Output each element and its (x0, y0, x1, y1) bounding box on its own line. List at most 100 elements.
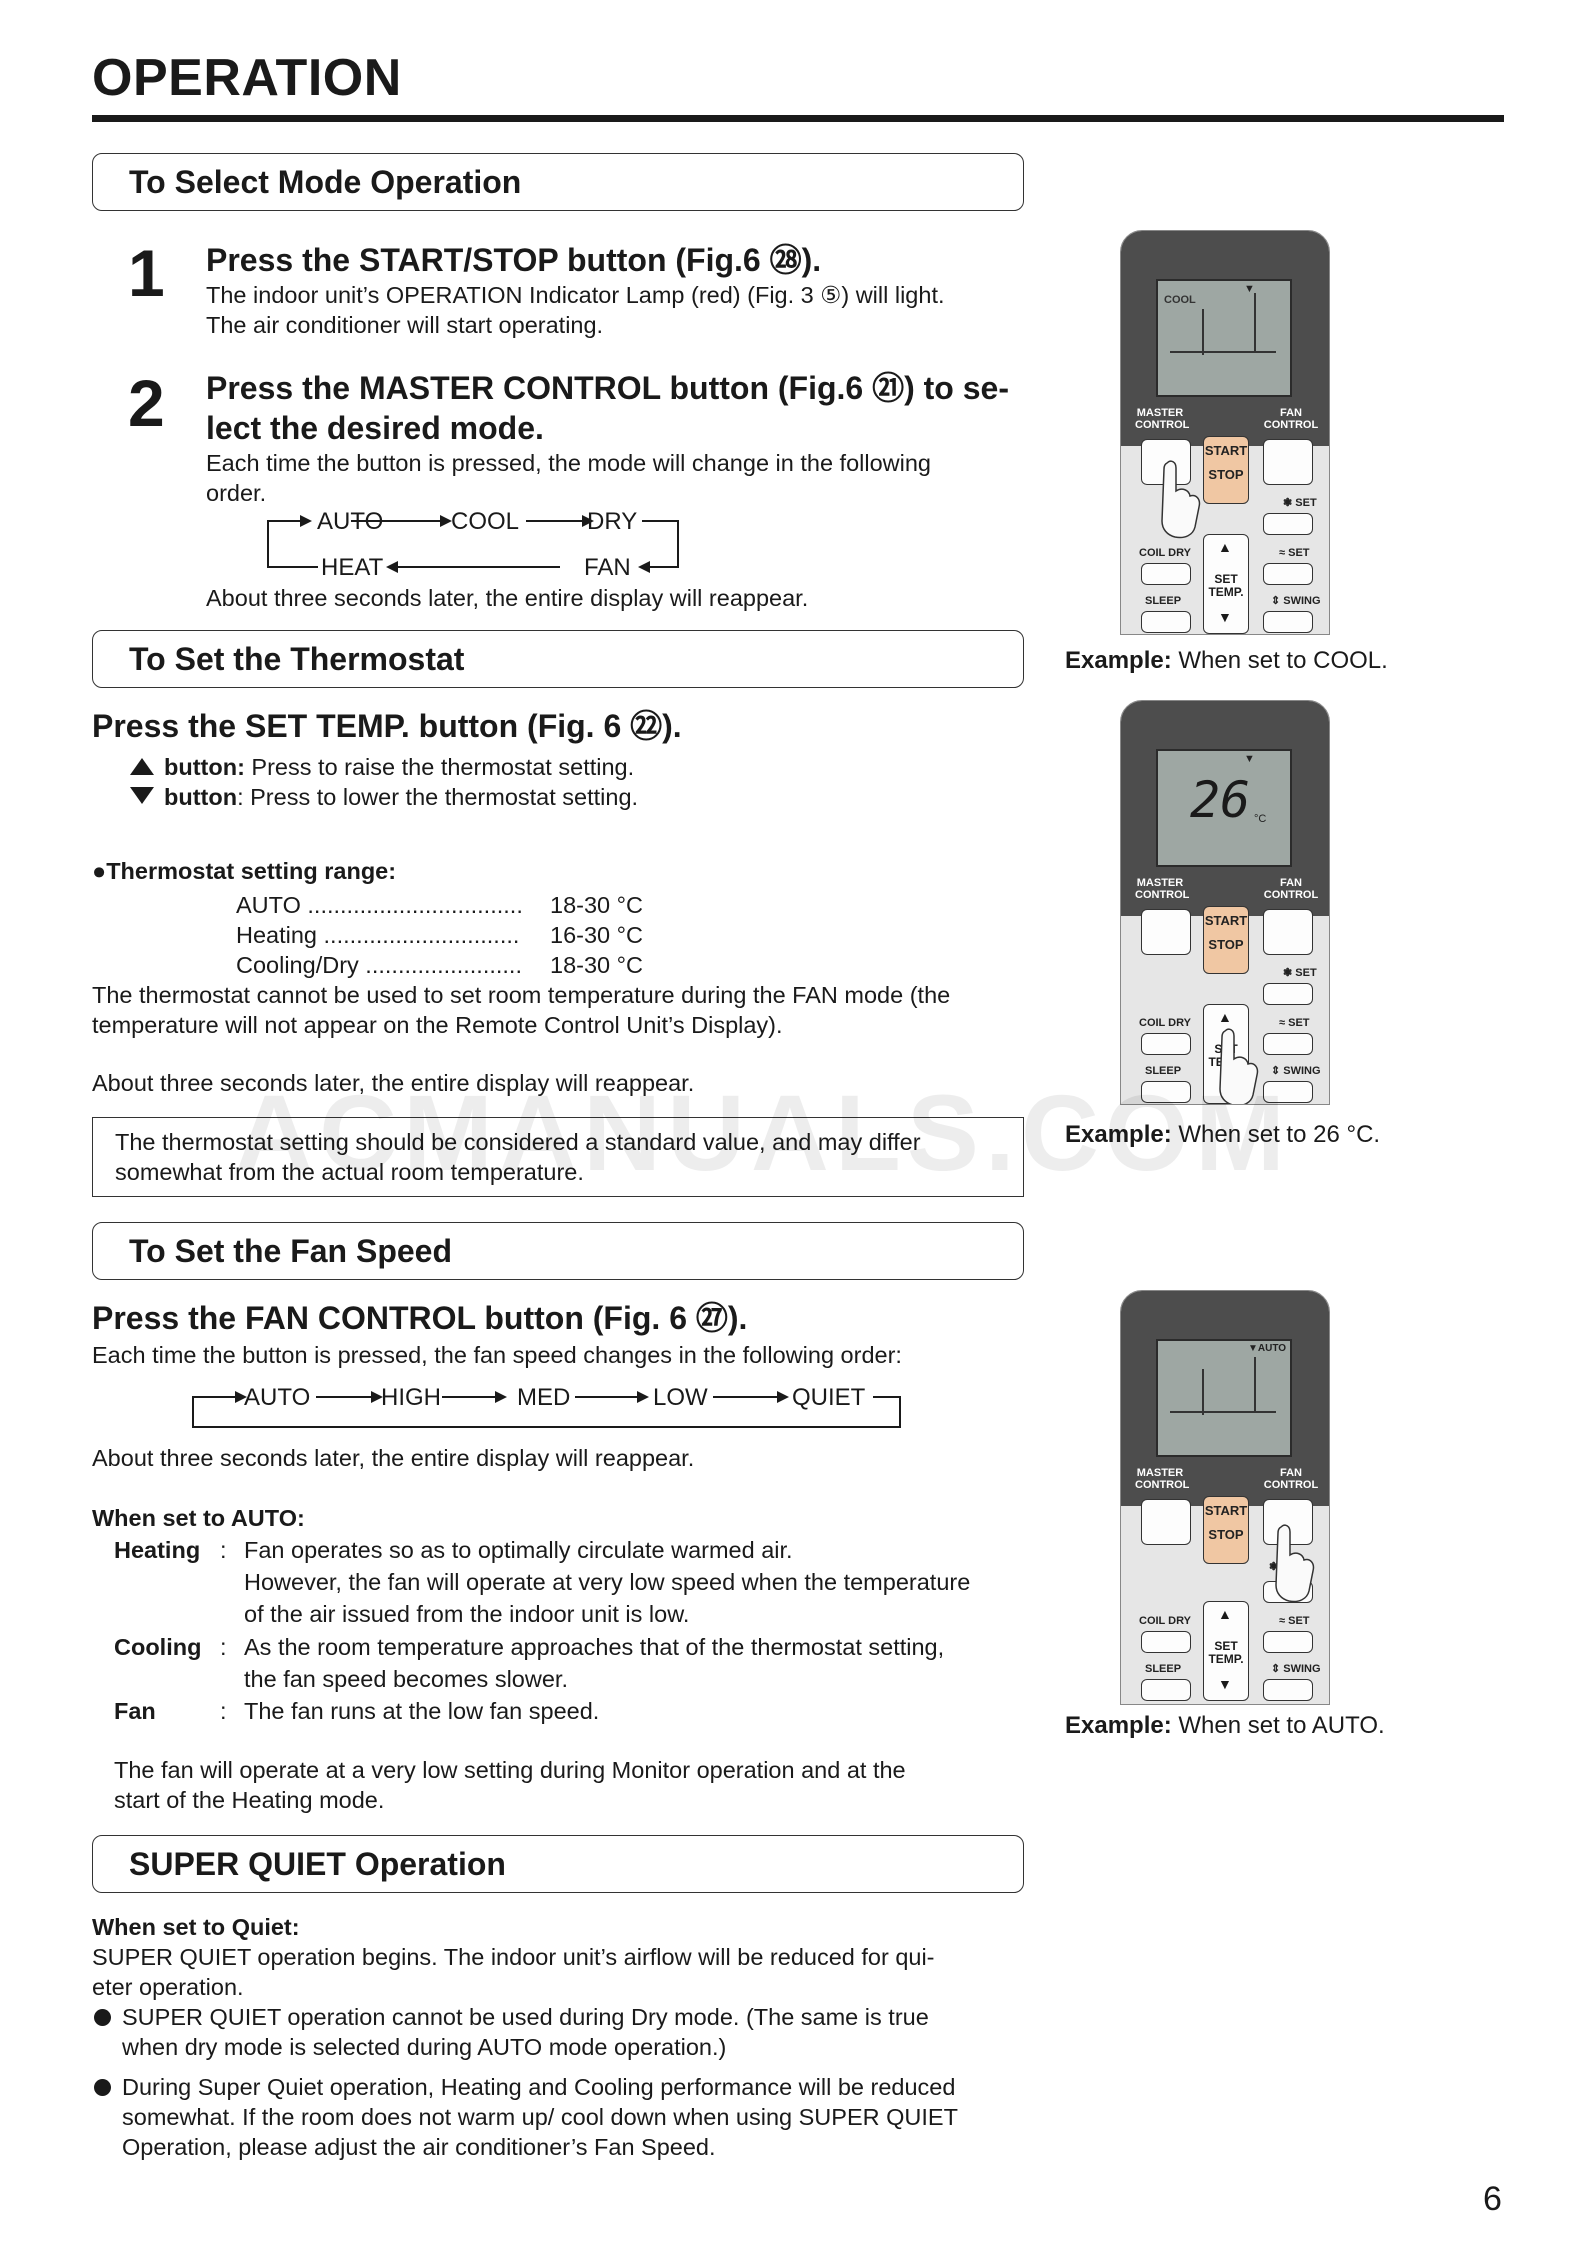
pointing-hand-icon (1219, 1028, 1259, 1104)
note-box-line-2: somewhat from the actual room temperatur… (115, 1159, 584, 1185)
mode-cool: COOL (451, 508, 520, 535)
def-heating-term: Heating (114, 1537, 201, 1563)
display-segment (1202, 1369, 1204, 1415)
thermostat-heading: Press the SET TEMP. button (Fig. 6 ㉒). (92, 708, 682, 744)
fan-set-label: ❃ SET (1283, 967, 1317, 979)
swing-label: ⇕ SWING (1271, 1663, 1321, 1675)
step-2-heading-1: Press the MASTER CONTROL button (Fig.6 ㉑… (206, 370, 1009, 406)
temp-up-icon: ▲ (1218, 539, 1232, 555)
thermostat-note-box: The thermostat setting should be conside… (92, 1117, 1024, 1197)
page-title: OPERATION (92, 49, 402, 107)
up-down-triangles (130, 758, 154, 804)
def-fan-term: Fan (114, 1698, 156, 1724)
fan-control-button (1263, 909, 1313, 955)
mode-auto: AUTO (317, 508, 384, 535)
section-thermostat-title: To Set the Thermostat (129, 641, 465, 677)
range-auto-value: 18-30 °C (550, 892, 644, 918)
def-fan-line-1: The fan runs at the low fan speed. (244, 1698, 600, 1724)
fan-icon: ❃ (1283, 967, 1293, 979)
quiet-bullet-2-line-3: Operation, please adjust the air conditi… (122, 2134, 716, 2160)
fan-high: HIGH (381, 1384, 441, 1411)
bullet-icon (94, 2009, 111, 2026)
display-indicator-icon: ▼ (1244, 283, 1255, 295)
display-segment (1170, 1411, 1276, 1413)
display-segment (1202, 309, 1204, 355)
def-cooling-term: Cooling (114, 1634, 202, 1660)
step-2-text-1: Each time the button is pressed, the mod… (206, 450, 932, 476)
caption-cool: Example: When set to COOL. (1065, 647, 1388, 674)
fan-after: About three seconds later, the entire di… (92, 1445, 695, 1471)
swing-button (1263, 1081, 1313, 1103)
step-1-heading: Press the START/STOP button (Fig.6 ㉘). (206, 242, 822, 278)
mode-flow-arrows (267, 515, 679, 573)
step-2-heading-2: lect the desired mode. (206, 410, 544, 446)
fan-auto: AUTO (244, 1384, 311, 1411)
remote-display: COOL ▼ (1156, 279, 1292, 397)
monitor-line-1: The fan will operate at a very low setti… (114, 1757, 906, 1783)
louver-icon: ≈ (1279, 1017, 1286, 1029)
sleep-label: SLEEP (1145, 1065, 1182, 1077)
section-mode-title: To Select Mode Operation (129, 164, 522, 200)
step-2-number: 2 (128, 366, 165, 440)
quiet-title: When set to Quiet: (92, 1914, 300, 1940)
def-fan-sep: : (220, 1698, 227, 1724)
swing-label: ⇕ SWING (1271, 1065, 1321, 1077)
remote-display: ▼AUTO (1156, 1339, 1292, 1457)
louver-set-button (1263, 563, 1313, 585)
fan-med: MED (517, 1384, 571, 1411)
fan-icon: ❃ (1283, 497, 1293, 509)
coil-dry-label: COIL DRY (1139, 547, 1191, 559)
fan-set-label: ❃ (1269, 1561, 1278, 1573)
temp-up-icon: ▲ (1218, 1606, 1232, 1622)
quiet-bullet-2-line-2: somewhat. If the room does not warm up/ … (122, 2104, 958, 2130)
section-mode-header: To Select Mode Operation (92, 153, 1024, 211)
section-thermostat-header: To Set the Thermostat (92, 630, 1024, 688)
thermostat-after: About three seconds later, the entire di… (92, 1070, 695, 1096)
sleep-label: SLEEP (1145, 595, 1182, 607)
up-triangle-icon (130, 758, 154, 775)
def-cooling-line-1: As the room temperature approaches that … (244, 1634, 945, 1660)
pointing-hand-icon (1275, 1524, 1315, 1603)
swing-label: ⇕ SWING (1271, 595, 1321, 607)
def-heating-line-3: of the air issued from the indoor unit i… (244, 1601, 690, 1627)
swing-icon: ⇕ (1271, 595, 1281, 607)
range-heating-mode: Heating .............................. (236, 922, 520, 948)
section-quiet-header: SUPER QUIET Operation (92, 1835, 1024, 1893)
louver-set-label: ≈ SET (1279, 547, 1310, 559)
louver-icon: ≈ (1279, 1615, 1286, 1627)
watermark: ACMANUALS.COM (235, 1072, 1291, 1193)
sleep-button (1141, 1679, 1191, 1701)
fan-control-button (1263, 439, 1313, 485)
caption-auto: Example: When set to AUTO. (1065, 1712, 1385, 1739)
fan-intro: Each time the button is pressed, the fan… (92, 1342, 902, 1368)
step-1-number: 1 (128, 236, 165, 310)
fan-icon: ❃ (1269, 1561, 1279, 1573)
coil-dry-button (1141, 563, 1191, 585)
def-cooling-line-2: the fan speed becomes slower. (244, 1666, 568, 1692)
swing-button (1263, 1679, 1313, 1701)
master-control-button (1141, 1499, 1191, 1545)
display-segment (1170, 351, 1276, 353)
display-indicator-icon: ▼ (1248, 1343, 1258, 1354)
coil-dry-button (1141, 1033, 1191, 1055)
sleep-button (1141, 1081, 1191, 1103)
mode-fan: FAN (584, 554, 631, 581)
fan-quiet: QUIET (792, 1384, 866, 1411)
quiet-bullet-1-line-1: SUPER QUIET operation cannot be used dur… (122, 2004, 929, 2030)
range-cooling-value: 18-30 °C (550, 952, 644, 978)
master-control-button (1141, 909, 1191, 955)
def-heating-sep: : (220, 1537, 227, 1563)
sleep-label: SLEEP (1145, 1663, 1182, 1675)
fan-flow-arrows (192, 1391, 901, 1428)
display-segment (1254, 293, 1256, 351)
